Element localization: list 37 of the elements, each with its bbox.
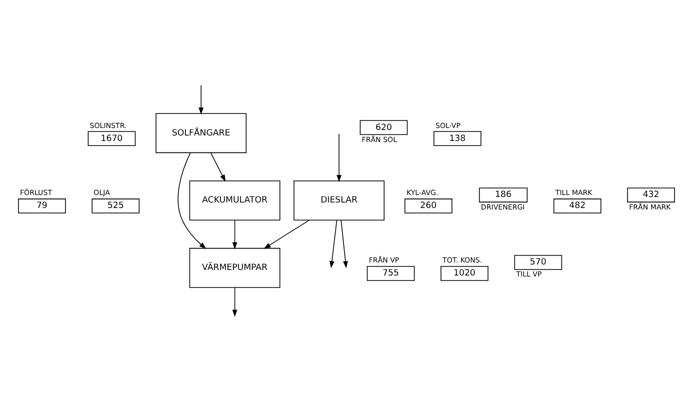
node-box: 432 [627,187,675,202]
node-label: TILL MARK [555,188,592,197]
arrow [340,219,348,268]
node-label: OLJA [94,188,110,197]
node-box: 482 [553,198,602,213]
node-label: TOT. KONS. [442,255,482,264]
node-box: 755 [366,265,415,280]
node-label: FÖRLUST [20,188,52,197]
node-label: KYL-AVG. [406,188,438,197]
node-label: FRÅN SOL [362,134,398,144]
arrow [198,84,204,114]
node-box: DIESLAR [294,180,385,220]
node-label: FRÅN MARK [629,202,671,211]
arrow [210,152,226,182]
node-box: 1020 [440,265,488,280]
node-box: 186 [478,187,528,202]
node-label: SOL-VP [435,120,461,130]
arrow [178,152,206,249]
node-label: SOLINSTR. [90,120,127,130]
node-box: 620 [360,120,408,135]
node-box: 1670 [88,130,136,146]
node-label: TILL VP [516,269,542,278]
node-label: FRÅN VP [368,255,400,264]
node-box: 260 [404,198,452,213]
node-box: ACKUMULATOR [189,180,280,220]
node-box: 525 [92,198,140,213]
node-label: DRIVENERGI [480,202,525,211]
arrow [264,219,310,248]
arrow [232,286,238,316]
node-box: SOLFÅNGARE [156,112,247,153]
node-box: 79 [18,198,66,213]
node-box: 570 [514,254,562,270]
arrow [336,133,342,182]
arrow [232,219,238,249]
arrow [329,219,338,268]
node-box: VÄRMEPUMPAR [189,247,280,288]
node-box: 138 [434,130,482,146]
